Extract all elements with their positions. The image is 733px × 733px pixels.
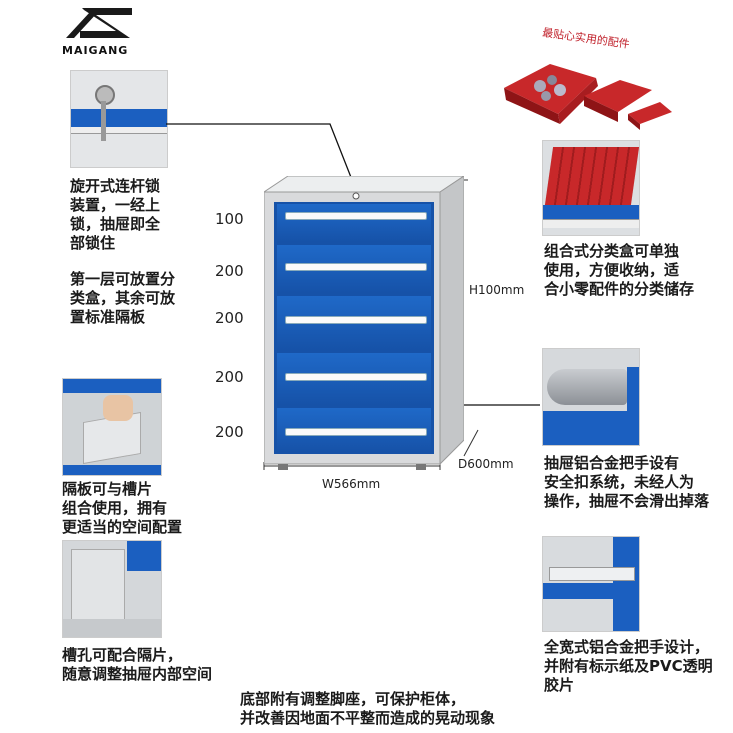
divider-note-line: 更适当的空间配置 [62,518,183,536]
logo-mark-icon [66,8,132,38]
first-layer-note-line: 第一层可放置分 [70,270,176,288]
divider-note-line: 组合使用，拥有 [62,499,168,517]
drawer-handle[interactable] [285,373,427,381]
first-layer-note: 第一层可放置分 类盒，其余可放 置标准隔板 [70,270,175,327]
slot-note: 槽孔可配合隔片， 随意调整抽屉内部空间 [62,646,212,684]
lock-photo [70,70,168,168]
first-layer-note-line: 类盒，其余可放 [70,289,176,307]
tray-icon [504,64,672,130]
slot-photo [62,540,162,638]
safety-handle-note: 抽屉铝合金把手设有 安全扣系统，未经人为 操作，抽屉不会滑出掉落 [544,454,709,511]
combo-box-note-line: 使用，方便收纳，适 [544,261,680,279]
height-dimension: H100mm [469,283,525,297]
slot-note-line: 随意调整抽屉内部空间 [62,665,213,683]
drawer-height-label: 200 [215,262,244,280]
drawer-handle[interactable] [285,263,427,271]
drawer-height-label: 100 [215,210,244,228]
combo-box-note: 组合式分类盒可单独 使用，方便收纳，适 合小零配件的分类储存 [544,242,694,299]
drawer-height-label: 200 [215,309,244,327]
divider-note-line: 隔板可与槽片 [62,480,153,498]
accessory-tray-image: 最贴心实用的配件 [500,20,680,130]
lock-note-line: 部锁住 [70,234,116,252]
combo-box-photo [542,140,640,236]
drawer-height-label: 200 [215,423,244,441]
drawer-handle[interactable] [285,212,427,220]
divider-note: 隔板可与槽片 组合使用，拥有 更适当的空间配置 [62,480,182,537]
lock-note: 旋开式连杆锁 装置，一经上 锁，抽屉即全 部锁住 [70,177,160,253]
bottom-note-line: 底部附有调整脚座，可保护柜体， [240,690,466,708]
lock-note-line: 锁，抽屉即全 [70,215,161,233]
drawer-height-label: 200 [215,368,244,386]
drawer-handle[interactable] [285,316,427,324]
lock-note-line: 旋开式连杆锁 [70,177,161,195]
brand-name: MAIGANG [62,44,129,57]
bottom-note-line: 并改善因地面不平整而造成的晃动现象 [240,709,496,727]
lock-note-line: 装置，一经上 [70,196,161,214]
tool-cabinet [264,176,464,471]
wide-handle-note: 全宽式铝合金把手设计， 并附有标示纸及PVC透明 胶片 [544,638,713,695]
bottom-note: 底部附有调整脚座，可保护柜体， 并改善因地面不平整而造成的晃动现象 [240,690,495,728]
drawer[interactable] [277,245,431,293]
wide-handle-note-line: 全宽式铝合金把手设计， [544,638,710,656]
wide-handle-note-line: 并附有标示纸及PVC透明 [544,657,713,675]
wide-handle-note-line: 胶片 [544,676,575,694]
drawer-handle[interactable] [285,428,427,436]
combo-box-note-line: 组合式分类盒可单独 [544,242,680,260]
slot-note-line: 槽孔可配合隔片， [62,646,183,664]
safety-handle-note-line: 抽屉铝合金把手设有 [544,454,680,472]
safety-handle-note-line: 操作，抽屉不会滑出掉落 [544,492,710,510]
drawer[interactable] [277,204,431,242]
brand-logo: MAIGANG [62,6,152,57]
first-layer-note-line: 置标准隔板 [70,308,146,326]
safety-handle-note-line: 安全扣系统，未经人为 [544,473,695,491]
combo-box-note-line: 合小零配件的分类储存 [544,280,695,298]
safety-handle-photo [542,348,640,446]
divider-photo [62,378,162,476]
width-dimension: W566mm [322,477,381,491]
wide-handle-photo [542,536,640,632]
drawer[interactable] [277,353,431,405]
drawer[interactable] [277,408,431,452]
drawer[interactable] [277,296,431,350]
depth-dimension: D600mm [458,457,514,471]
